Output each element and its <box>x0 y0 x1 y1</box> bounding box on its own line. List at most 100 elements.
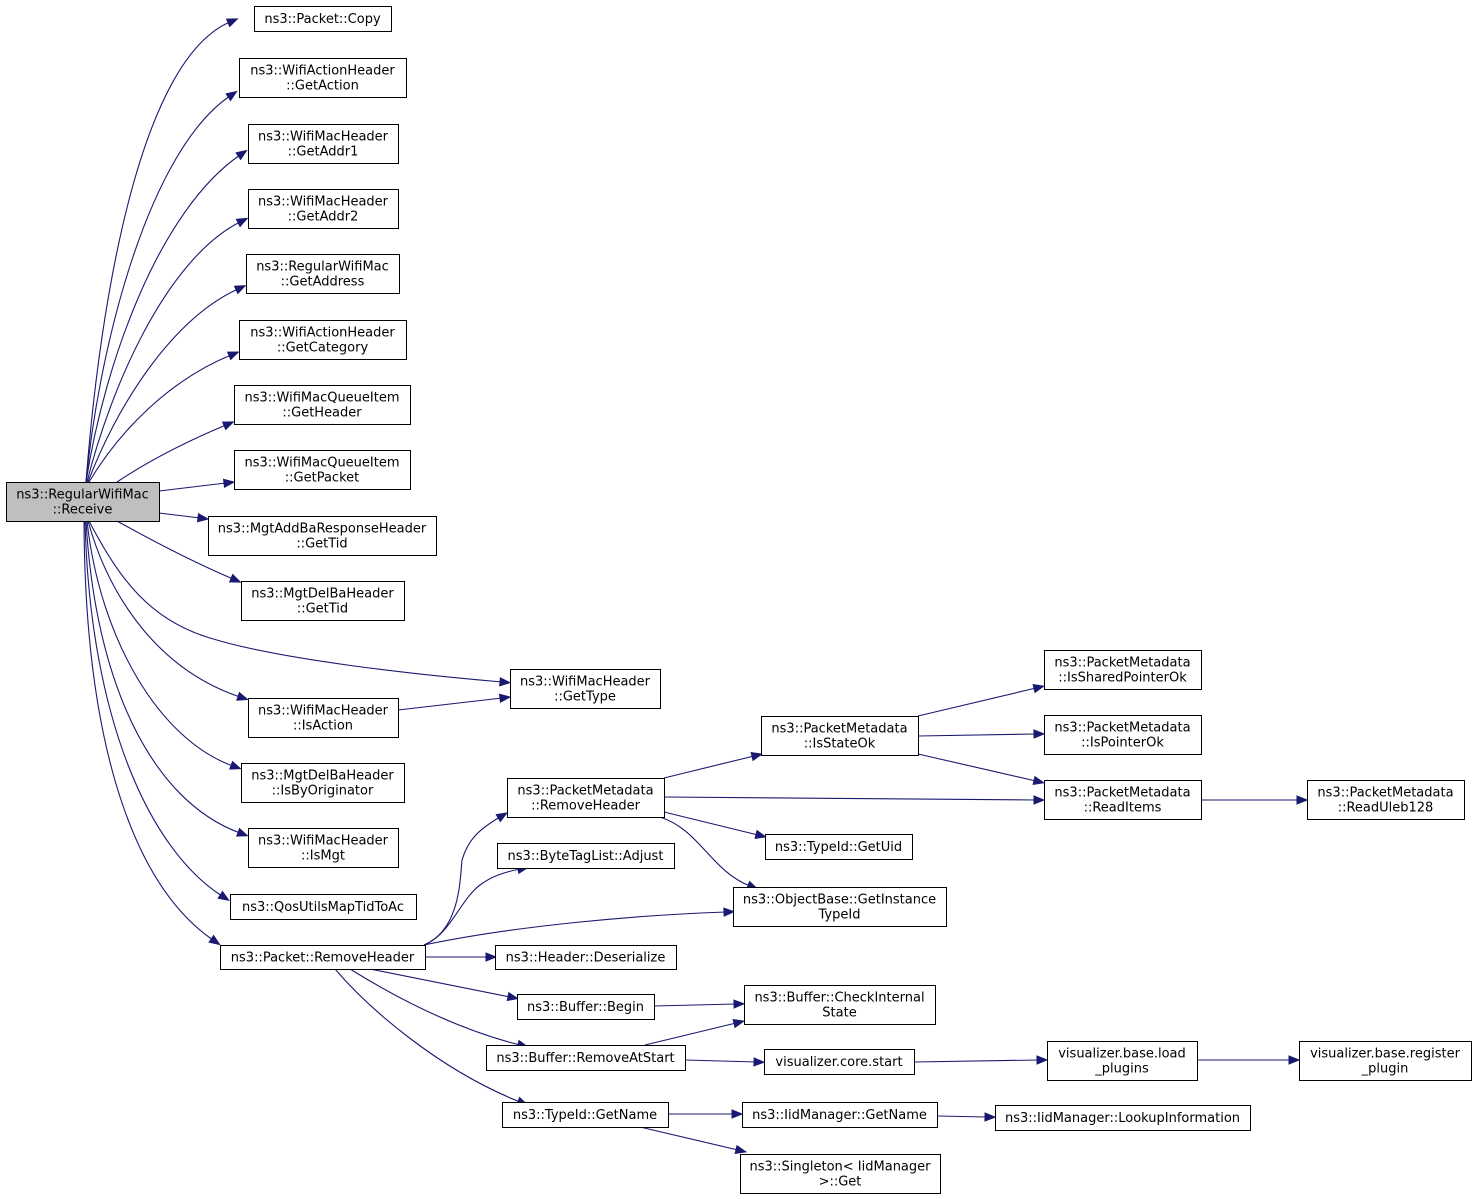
node-isptrok[interactable]: ns3::PacketMetadata::IsPointerOk <box>1044 715 1202 755</box>
node-readitems[interactable]: ns3::PacketMetadata::ReadItems <box>1044 780 1202 820</box>
edge-receive-to-copy <box>85 18 239 483</box>
node-box[interactable] <box>241 763 405 803</box>
node-box[interactable] <box>495 945 677 970</box>
node-box[interactable] <box>239 58 407 98</box>
node-box[interactable] <box>507 778 665 818</box>
node-box[interactable] <box>764 1049 915 1075</box>
edge-line <box>659 816 751 887</box>
node-tid_getname[interactable]: ns3::TypeId::GetName <box>502 1102 669 1128</box>
node-box[interactable] <box>239 320 407 360</box>
node-box[interactable] <box>1044 715 1202 755</box>
edge-isaction-to-gettype <box>397 693 512 711</box>
arrow-head <box>217 890 230 902</box>
node-label: ns3::ByteTagList::Adjust <box>508 849 664 864</box>
node-iid_getname[interactable]: ns3::IidManager::GetName <box>742 1102 938 1128</box>
node-box[interactable] <box>733 887 947 927</box>
node-getaddr1[interactable]: ns3::WifiMacHeader::GetAddr1 <box>248 124 399 164</box>
edge-iid_getname-to-lookupinfo <box>936 1112 997 1122</box>
node-isstateok[interactable]: ns3::PacketMetadata::IsStateOk <box>761 716 919 756</box>
node-box[interactable] <box>497 843 675 869</box>
node-label: ::IsStateOk <box>804 737 876 752</box>
edge-receive-to-getheader <box>116 421 235 483</box>
node-getaddr2[interactable]: ns3::WifiMacHeader::GetAddr2 <box>248 189 399 229</box>
node-lookupinfo[interactable]: ns3::IidManager::LookupInformation <box>995 1105 1251 1131</box>
arrow-head <box>229 760 242 770</box>
node-box[interactable] <box>1299 1041 1472 1081</box>
arrow-head <box>236 691 249 701</box>
node-label: ns3::MgtAddBaResponseHeader <box>218 522 427 537</box>
node-loadplugins[interactable]: visualizer.base.load_plugins <box>1047 1041 1198 1081</box>
node-box[interactable] <box>761 716 919 756</box>
node-box[interactable] <box>248 698 399 738</box>
node-box[interactable] <box>742 1102 938 1128</box>
node-box[interactable] <box>486 1045 686 1071</box>
node-box[interactable] <box>248 124 399 164</box>
node-removeatstart[interactable]: ns3::Buffer::RemoveAtStart <box>486 1045 686 1071</box>
node-isbyoriginator[interactable]: ns3::MgtDelBaHeader::IsByOriginator <box>241 763 405 803</box>
node-label: ns3::ObjectBase::GetInstance <box>743 893 936 908</box>
edge-removeheader-to-adjust <box>423 864 530 946</box>
node-box[interactable] <box>208 516 437 556</box>
node-box[interactable] <box>6 482 160 522</box>
node-box[interactable] <box>510 669 661 709</box>
node-label: ns3::Packet::Copy <box>264 12 381 27</box>
node-label: ns3::WifiActionHeader <box>250 64 395 79</box>
node-box[interactable] <box>995 1105 1251 1131</box>
node-qosmap[interactable]: ns3::QosUtilsMapTidToAc <box>230 894 417 920</box>
node-label: ::GetTid <box>297 602 348 617</box>
node-box[interactable] <box>1044 780 1202 820</box>
node-box[interactable] <box>744 985 936 1025</box>
node-label: ns3::PacketMetadata <box>1317 786 1453 801</box>
node-gettid_resp[interactable]: ns3::MgtAddBaResponseHeader::GetTid <box>208 516 437 556</box>
node-gettype[interactable]: ns3::WifiMacHeader::GetType <box>510 669 661 709</box>
node-box[interactable] <box>248 828 399 868</box>
node-receive[interactable]: ns3::RegularWifiMac::Receive <box>6 482 160 522</box>
node-isaction[interactable]: ns3::WifiMacHeader::IsAction <box>248 698 399 738</box>
node-box[interactable] <box>234 385 411 425</box>
edge-removeheader-to-begin <box>369 968 520 1002</box>
node-getaddress[interactable]: ns3::RegularWifiMac::GetAddress <box>246 254 400 294</box>
node-getcategory[interactable]: ns3::WifiActionHeader::GetCategory <box>239 320 407 360</box>
node-box[interactable] <box>517 994 655 1020</box>
node-label: ns3::Buffer::CheckInternal <box>754 991 924 1006</box>
edge-line <box>85 154 241 483</box>
node-box[interactable] <box>234 450 411 490</box>
node-adjust[interactable]: ns3::ByteTagList::Adjust <box>497 843 675 869</box>
edge-removeheader-to-tid_getname <box>334 968 529 1106</box>
node-removeheader[interactable]: ns3::Packet::RemoveHeader <box>220 945 426 970</box>
node-box[interactable] <box>740 1154 941 1194</box>
node-getaction[interactable]: ns3::WifiActionHeader::GetAction <box>239 58 407 98</box>
node-pm_removeheader[interactable]: ns3::PacketMetadata::RemoveHeader <box>507 778 665 818</box>
node-vcstart[interactable]: visualizer.core.start <box>764 1049 915 1075</box>
node-getuid[interactable]: ns3::TypeId::GetUid <box>765 834 913 860</box>
node-box[interactable] <box>248 189 399 229</box>
edge-line <box>663 811 759 836</box>
node-box[interactable] <box>1044 650 1202 690</box>
arrow-head <box>1033 729 1046 739</box>
node-begin[interactable]: ns3::Buffer::Begin <box>517 994 655 1020</box>
node-readuleb[interactable]: ns3::PacketMetadata::ReadUleb128 <box>1307 780 1465 820</box>
node-box[interactable] <box>230 894 417 920</box>
node-getpacket[interactable]: ns3::WifiMacQueueItem::GetPacket <box>234 450 411 490</box>
node-copy[interactable]: ns3::Packet::Copy <box>254 6 392 32</box>
node-box[interactable] <box>254 6 392 32</box>
node-registerplugin[interactable]: visualizer.base.register_plugin <box>1299 1041 1472 1081</box>
node-box[interactable] <box>241 581 405 621</box>
node-ismgt[interactable]: ns3::WifiMacHeader::IsMgt <box>248 828 399 868</box>
nodes-layer: ns3::RegularWifiMac::Receivens3::Packet:… <box>6 6 1472 1194</box>
node-box[interactable] <box>220 945 426 970</box>
node-box[interactable] <box>1307 780 1465 820</box>
node-box[interactable] <box>246 254 400 294</box>
node-singleton[interactable]: ns3::Singleton< IidManager>::Get <box>740 1154 941 1194</box>
node-box[interactable] <box>502 1102 669 1128</box>
node-deserialize[interactable]: ns3::Header::Deserialize <box>495 945 677 970</box>
node-gettid_del[interactable]: ns3::MgtDelBaHeader::GetTid <box>241 581 405 621</box>
node-getheader[interactable]: ns3::WifiMacQueueItem::GetHeader <box>234 385 411 425</box>
node-box[interactable] <box>765 834 913 860</box>
node-issharedptr[interactable]: ns3::PacketMetadata::IsSharedPointerOk <box>1044 650 1202 690</box>
node-box[interactable] <box>1047 1041 1198 1081</box>
node-label: _plugin <box>1361 1062 1409 1077</box>
node-label: ns3::TypeId::GetName <box>513 1108 657 1123</box>
